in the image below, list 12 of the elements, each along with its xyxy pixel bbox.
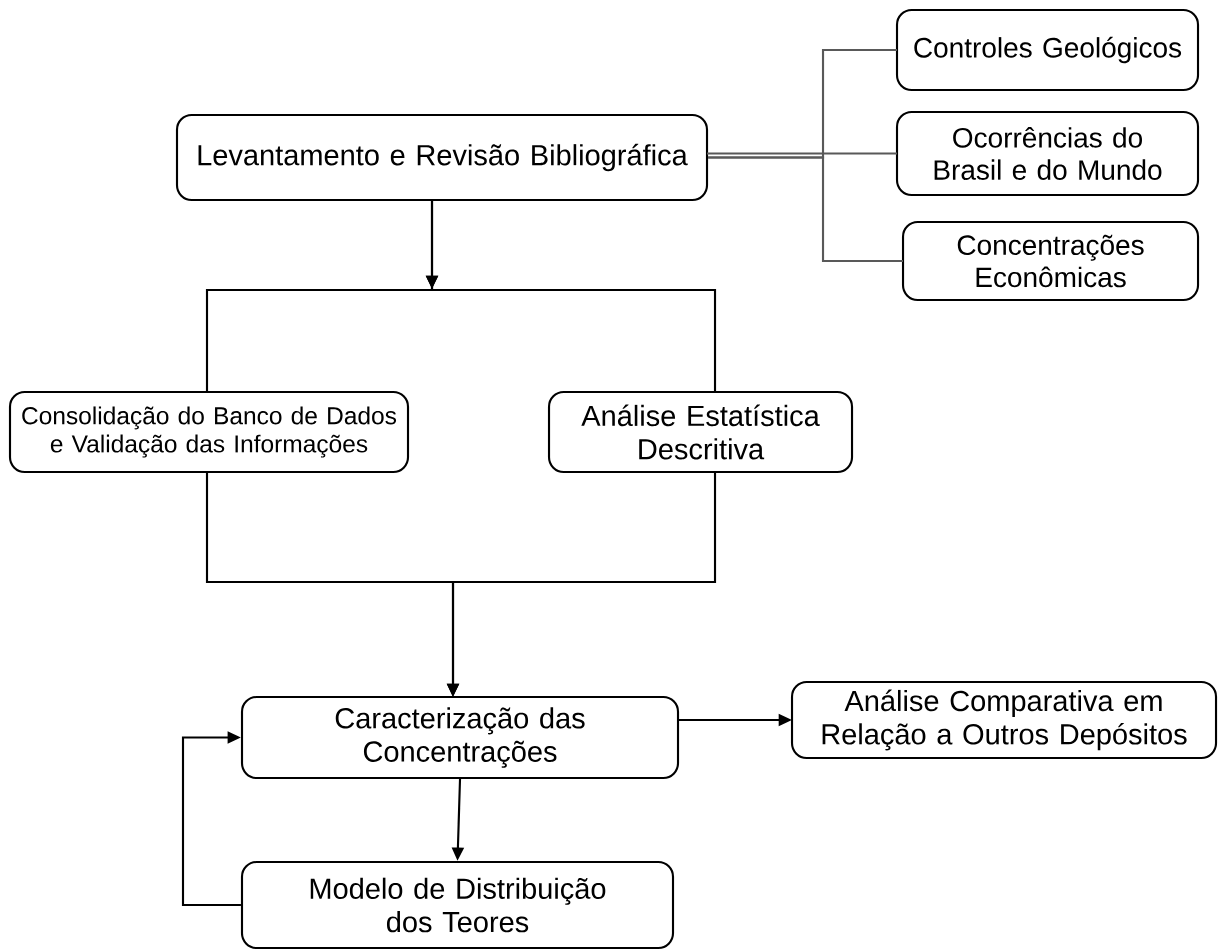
process-box: Concentrações Econômicas — [901, 220, 1200, 302]
process-box: Controles Geológicos — [895, 8, 1200, 92]
process-box: Ocorrências do Brasil e do Mundo — [895, 110, 1200, 197]
connector — [708, 156, 903, 263]
process-box: Caracterização das Concentrações — [240, 695, 680, 780]
connector — [707, 152, 897, 155]
process-box: Análise Comparativa em Relação a Outros Depósitos — [790, 680, 1218, 760]
process-box: Consolidação do Banco de Dados e Validação das Informações — [8, 390, 410, 474]
process-box: Modelo de Distribuição dos Teores — [240, 860, 675, 950]
connector — [181, 731, 241, 907]
process-box: Análise Estatística Descritiva — [547, 390, 854, 474]
process-box: Levantamento e Revisão Bibliográfica — [175, 113, 709, 202]
